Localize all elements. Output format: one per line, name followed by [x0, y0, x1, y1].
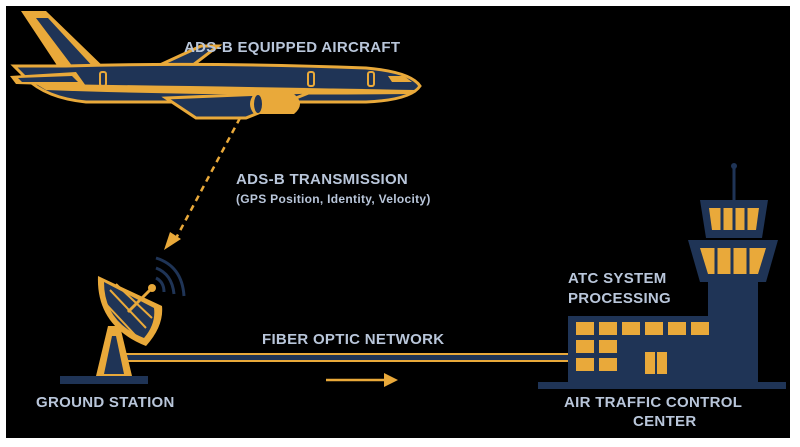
signal-wave-icon [155, 276, 166, 293]
transmission-link [164, 117, 242, 250]
fiber-optic-link [114, 353, 569, 387]
processing-label-line2: PROCESSING [568, 290, 672, 307]
atc-label-line2: CENTER [633, 413, 697, 430]
aircraft [10, 11, 422, 120]
direction-arrowhead [384, 373, 398, 387]
transmission-label: ADS-B TRANSMISSION [236, 171, 409, 188]
ground-station [60, 256, 186, 384]
processing-label-line1: ATC SYSTEM [568, 270, 667, 287]
transmission-arrowhead [164, 232, 181, 250]
aircraft-cockpit [388, 76, 412, 82]
diagram-canvas: ADS-B EQUIPPED AIRCRAFT ADS-B TRANSMISSI… [6, 6, 790, 438]
aircraft-engine [250, 94, 300, 114]
network-label: FIBER OPTIC NETWORK [262, 331, 445, 348]
atc-label-line1: AIR TRAFFIC CONTROL [564, 394, 743, 411]
ground-station-label: GROUND STATION [36, 394, 175, 411]
station-feed [126, 286, 154, 314]
diagram-graphics [10, 11, 786, 389]
atc-center [538, 163, 786, 389]
aircraft-label: ADS-B EQUIPPED AIRCRAFT [184, 39, 401, 56]
aircraft-door [367, 71, 375, 87]
aircraft-stripe [36, 84, 416, 95]
atc-building-windows [576, 322, 709, 374]
atc-ground [538, 382, 786, 389]
transmission-dashed-line [172, 117, 242, 243]
aircraft-door [99, 71, 107, 87]
transmission-detail-label: (GPS Position, Identity, Velocity) [236, 192, 431, 206]
station-base [60, 376, 148, 384]
aircraft-door [307, 71, 315, 87]
